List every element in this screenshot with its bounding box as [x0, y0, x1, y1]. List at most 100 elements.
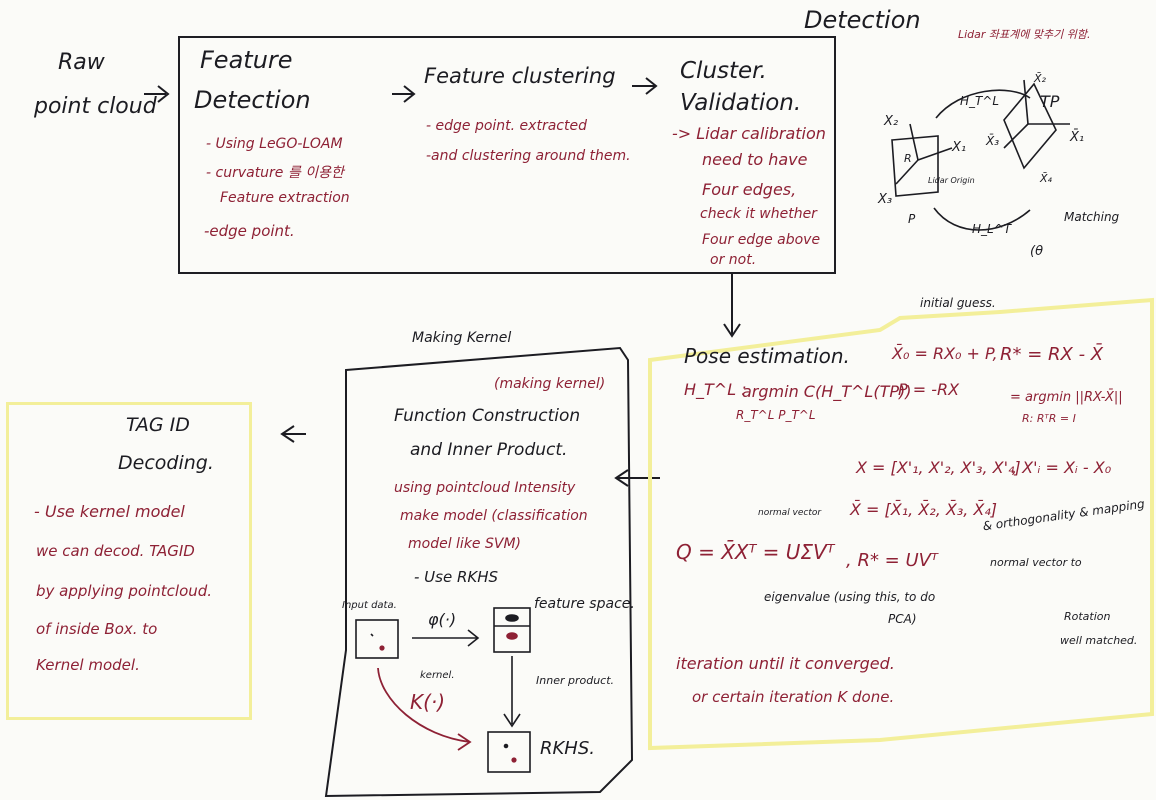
sketch-label-xbar1: X̄₁	[1070, 130, 1085, 145]
pose-x-prime: , X'ᵢ = Xᵢ - X₀	[1012, 458, 1112, 477]
kernel-note-2: make model (classification	[400, 508, 588, 524]
kernel-input-label: Input data.	[342, 600, 397, 611]
validation-title-line2: Validation.	[680, 90, 802, 116]
clustering-title: Feature clustering	[424, 64, 616, 88]
validation-note-1: -> Lidar calibration	[672, 124, 826, 143]
pose-well-matched-note: well matched.	[1060, 634, 1138, 647]
tag-note-4: of inside Box. to	[36, 620, 158, 638]
tag-note-2: we can decod. TAGID	[36, 542, 195, 560]
kernel-phi-label: φ(·)	[428, 610, 457, 629]
pose-q-expr: Q = X̄Xᵀ = UΣVᵀ	[676, 540, 835, 564]
input-data-box	[355, 619, 399, 659]
arrow-cluster-to-validation	[632, 77, 658, 95]
tag-note-5: Kernel model.	[36, 656, 140, 674]
feature-title-line1: Feature	[200, 46, 293, 74]
feature-title-line2: Detection	[194, 86, 311, 114]
sketch-axis-tp2	[1023, 79, 1029, 125]
arrow-pose-to-kernel	[614, 469, 660, 487]
kernel-making-label: Making Kernel	[412, 330, 512, 346]
tag-highlight-box	[6, 402, 252, 720]
pose-argmin-expr: argmin C(H_T^L(TP))	[742, 382, 912, 401]
clustering-note-2: -and clustering around them.	[426, 148, 631, 164]
sketch-label-h-lower: H_L^T	[972, 222, 1012, 236]
clustering-note-1: - edge point. extracted	[426, 118, 587, 134]
pose-r-svd: , R* = UVᵀ	[846, 550, 938, 571]
raw-label-line2: point cloud	[34, 94, 157, 119]
pose-rstar-expr: R* = RX - X̄	[1000, 344, 1104, 365]
sketch-label-matching: Matching	[1064, 210, 1120, 224]
arrow-down-to-pose	[723, 274, 741, 338]
kernel-rkhs-label: RKHS.	[540, 738, 595, 759]
pose-iteration-line2: or certain iteration K done.	[692, 688, 895, 706]
pose-initial-guess: initial guess.	[920, 296, 996, 310]
tag-title-line1: TAG ID	[126, 414, 190, 436]
pose-xbar-def: X̄ = [X̄₁, X̄₂, X̄₃, X̄₄]	[850, 500, 998, 519]
sketch-label-lidar-origin: Lidar Origin	[928, 176, 975, 185]
sketch-diamond	[1003, 82, 1057, 170]
pose-rstar-argmin: = argmin ||RX-X̄||	[1010, 390, 1123, 405]
pose-title: Pose estimation.	[684, 344, 850, 368]
pose-iteration-line1: iteration until it converged.	[676, 654, 895, 673]
kernel-kernel-label: kernel.	[420, 670, 455, 681]
sketch-label-xbar3: X̄₃	[986, 134, 1000, 148]
kernel-note-3: model like SVM)	[408, 536, 521, 552]
pose-x0-expr: X̄₀ = RX₀ + P,	[892, 344, 998, 363]
sketch-label-x2: X₂	[884, 114, 899, 129]
validation-title-line1: Cluster.	[680, 58, 767, 84]
validation-note-6: or not.	[710, 252, 757, 268]
validation-note-3: Four edges,	[702, 180, 797, 199]
pose-argmin-lhs: H_T^L :	[684, 380, 747, 399]
arrow-raw-to-feature	[144, 85, 170, 103]
arrow-feature-to-cluster	[392, 85, 416, 103]
kernel-making-paren: (making kernel)	[494, 376, 606, 392]
sketch-tag-square	[891, 135, 939, 197]
sketch-label-xbar2: X̄₂	[1034, 72, 1046, 85]
kernel-feature-space-label: feature space.	[534, 596, 635, 612]
sketch-label-x1: X₁	[952, 140, 967, 155]
kernel-title-line2: and Inner Product.	[410, 440, 568, 460]
pose-normal-to-note: normal vector to	[990, 556, 1082, 569]
arrow-kernel-to-tag	[280, 425, 306, 443]
feature-note-4: -edge point.	[204, 222, 295, 240]
pose-p-expr: P = -RX	[898, 380, 960, 399]
pose-argmin-sub: R_T^L P_T^L	[736, 408, 816, 422]
kernel-inner-product-label: Inner product.	[536, 674, 615, 687]
sketch-label-xbar4: X̄₄	[1040, 172, 1052, 185]
sketch-arc-top	[935, 89, 1031, 119]
sketch-label-h-upper: H_T^L	[960, 94, 1000, 108]
sketch-axis-up	[909, 123, 919, 161]
validation-note-4: check it whether	[700, 206, 817, 222]
sketch-label-r: R	[904, 152, 912, 165]
tag-note-1: - Use kernel model	[34, 502, 185, 521]
pose-pca-note: PCA)	[888, 612, 917, 626]
kernel-curve-arrow	[377, 667, 472, 751]
pose-rotation-note: Rotation	[1064, 610, 1111, 623]
kernel-k-label: K(·)	[410, 690, 446, 714]
sketch-axis-x1	[917, 147, 953, 161]
detection-title: Detection	[804, 6, 921, 34]
sketch-axis-tp3	[1003, 123, 1029, 149]
kernel-title-line1: Function Construction	[394, 406, 581, 426]
sketch-label-p: P	[908, 212, 916, 226]
sketch-label-x3: X₃	[878, 192, 893, 207]
validation-note-5: Four edge above	[702, 232, 821, 248]
sketch-label-theta: (θ	[1030, 244, 1044, 259]
input-dot-2	[379, 645, 385, 651]
feature-space-red-blob	[506, 632, 518, 640]
rkhs-box	[487, 731, 531, 773]
input-dot-1	[370, 633, 374, 637]
sketch-axis-x3	[895, 159, 919, 185]
feature-note-3: Feature extraction	[220, 190, 350, 206]
sketch-arc-bottom	[933, 207, 1031, 231]
pose-normal-vector-note: normal vector	[758, 508, 822, 518]
feature-space-blob	[505, 614, 519, 622]
pose-eigen-note: eigenvalue (using this, to do	[764, 590, 936, 604]
feature-note-1: - Using LeGO-LOAM	[206, 136, 343, 152]
rkhs-dot-1	[503, 743, 509, 749]
detection-box	[178, 36, 836, 274]
phi-arrow	[412, 629, 480, 647]
